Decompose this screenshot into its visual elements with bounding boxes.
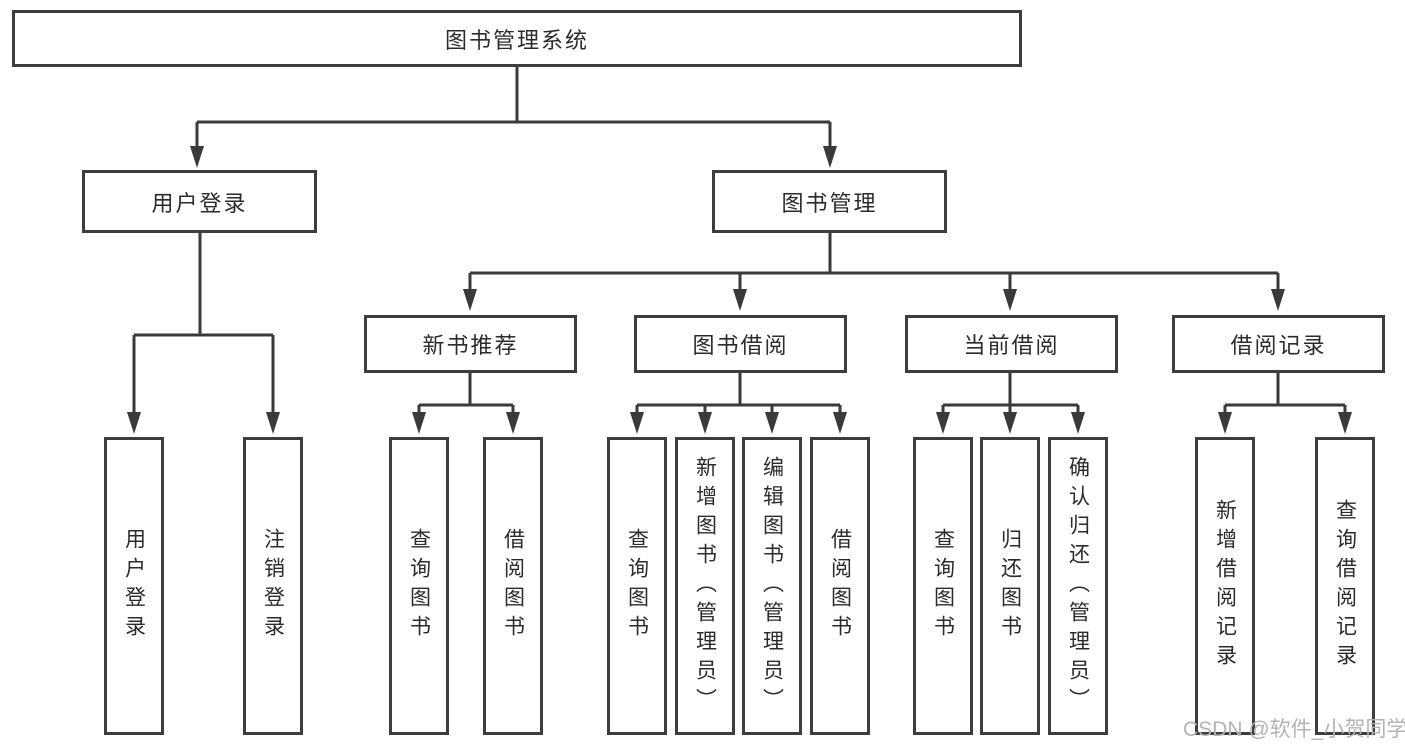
arrowhead-icon bbox=[936, 412, 950, 434]
arrowhead-icon bbox=[1338, 412, 1352, 434]
leaf-query-books-borrow: 查询图书 bbox=[607, 437, 667, 735]
leaf-query-borrow-record: 查询借阅记录 bbox=[1315, 437, 1375, 735]
arrowhead-icon bbox=[1003, 289, 1017, 311]
arrowhead-icon bbox=[833, 412, 847, 434]
leaf-label: 用户登录 bbox=[122, 528, 146, 644]
arrowhead-icon bbox=[733, 289, 747, 311]
arrowhead-icon bbox=[266, 412, 280, 434]
arrowhead-icon bbox=[1071, 412, 1085, 434]
arrowhead-icon bbox=[1003, 412, 1017, 434]
leaf-return-books: 归还图书 bbox=[980, 437, 1040, 735]
arrowhead-icon bbox=[765, 412, 779, 434]
arrowhead-icon bbox=[506, 412, 520, 434]
leaf-add-books-admin: 新增图书（管理员） bbox=[675, 437, 735, 735]
leaf-borrow-books-recommend: 借阅图书 bbox=[483, 437, 543, 735]
node-current-borrow: 当前借阅 bbox=[905, 315, 1118, 373]
leaf-label: 借阅图书 bbox=[501, 528, 525, 644]
leaf-label: 借阅图书 bbox=[828, 528, 852, 644]
leaf-label: 注销登录 bbox=[261, 528, 285, 644]
leaf-label: 查询图书 bbox=[931, 528, 955, 644]
leaf-label: 归还图书 bbox=[998, 528, 1022, 644]
leaf-label: 查询图书 bbox=[625, 528, 649, 644]
leaf-query-books-current: 查询图书 bbox=[913, 437, 973, 735]
node-user-login: 用户登录 bbox=[82, 170, 317, 233]
node-book-borrow: 图书借阅 bbox=[634, 315, 847, 373]
arrowhead-icon bbox=[463, 289, 477, 311]
leaf-query-books-recommend: 查询图书 bbox=[389, 437, 449, 735]
leaf-edit-books-admin: 编辑图书（管理员） bbox=[742, 437, 802, 735]
leaf-confirm-return-admin: 确认归还（管理员） bbox=[1048, 437, 1108, 735]
arrowhead-icon bbox=[127, 412, 141, 434]
watermark: CSDN @软件_小贺同学 bbox=[1183, 718, 1405, 741]
arrowhead-icon bbox=[1271, 289, 1285, 311]
arrowhead-icon bbox=[190, 146, 204, 168]
arrowhead-icon bbox=[630, 412, 644, 434]
leaf-logout: 注销登录 bbox=[243, 437, 303, 735]
leaf-label: 新增借阅记录 bbox=[1213, 499, 1237, 673]
arrowhead-icon bbox=[698, 412, 712, 434]
leaf-label: 查询借阅记录 bbox=[1333, 499, 1357, 673]
leaf-label: 编辑图书（管理员） bbox=[760, 455, 784, 717]
leaf-label: 新增图书（管理员） bbox=[693, 455, 717, 717]
leaf-add-borrow-record: 新增借阅记录 bbox=[1195, 437, 1255, 735]
node-borrow-records: 借阅记录 bbox=[1172, 315, 1385, 373]
leaf-label: 查询图书 bbox=[407, 528, 431, 644]
node-book-management: 图书管理 bbox=[712, 170, 947, 233]
node-root: 图书管理系统 bbox=[12, 10, 1022, 67]
node-new-book-recommend: 新书推荐 bbox=[364, 315, 577, 373]
leaf-user-login: 用户登录 bbox=[104, 437, 164, 735]
leaf-label: 确认归还（管理员） bbox=[1066, 455, 1090, 717]
arrowhead-icon bbox=[1218, 412, 1232, 434]
arrowhead-icon bbox=[823, 146, 837, 168]
leaf-borrow-books: 借阅图书 bbox=[810, 437, 870, 735]
arrowhead-icon bbox=[412, 412, 426, 434]
